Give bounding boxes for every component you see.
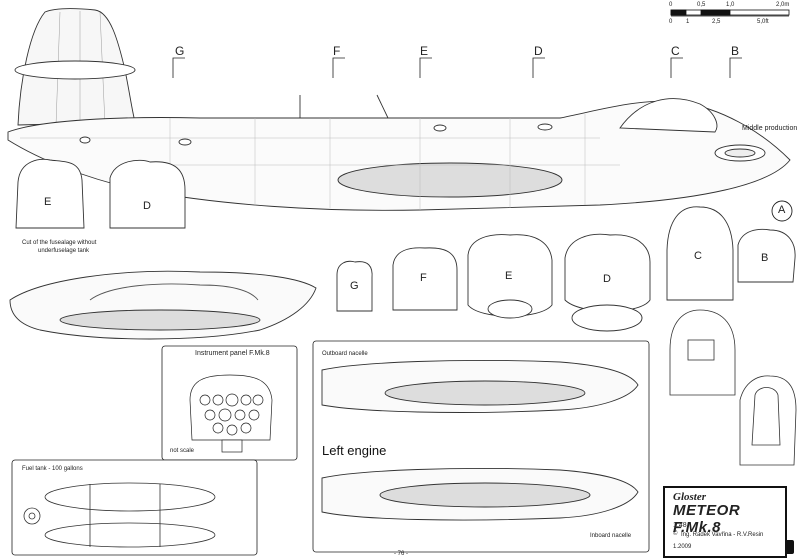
scale-bottom-tick-2: 2,5: [712, 19, 721, 25]
section-label-b: B: [731, 44, 740, 58]
scale-top-tick-3: 2,0m: [776, 2, 790, 8]
view-marker-a: A: [778, 204, 786, 216]
title-scale: 1:48: [673, 522, 687, 529]
brand-logo-text: R.V.Resin: [750, 543, 778, 549]
cross-section-label-e1: E: [44, 196, 52, 208]
title-date: 1.2009: [673, 544, 692, 550]
title-authors: Ing. Radek Vavřina - R.V.Resin: [681, 532, 764, 538]
scale-top-tick-0: 0: [669, 2, 673, 8]
cross-section-label-g2: G: [350, 280, 359, 292]
cross-section-label-e2: E: [505, 270, 513, 282]
instrument-panel-title: Instrument panel F.Mk.8: [195, 350, 270, 357]
title-maker: Gloster: [673, 491, 706, 503]
middle-production-note: Middle production: [742, 125, 798, 132]
cross-sections-row2: [336, 206, 796, 332]
section-label-f: F: [333, 44, 341, 58]
title-model: METEOR F.Mk.8: [673, 502, 741, 536]
section-label-g: G: [175, 44, 185, 58]
fuselage-cutaway: [9, 270, 317, 340]
instrument-panel-note: not scale: [170, 448, 195, 454]
copyright-symbol: ©: [673, 531, 678, 537]
cross-section-label-d2: D: [603, 273, 611, 285]
section-label-c: C: [671, 44, 680, 58]
cross-section-label-d1: D: [143, 200, 151, 212]
cross-section-caption-line2: underfuselage tank: [38, 248, 90, 254]
section-label-e: E: [420, 44, 429, 58]
cockpit-views: [669, 309, 797, 466]
page-number: - 76 -: [394, 551, 409, 557]
outboard-nacelle-label: Outboard nacelle: [322, 351, 368, 357]
inboard-nacelle-label: Inboard nacelle: [590, 533, 632, 539]
scale-top-tick-2: 1,0: [726, 2, 735, 8]
cross-section-label-b2: B: [761, 252, 769, 264]
cross-section-label-c2: C: [694, 250, 702, 262]
title-block: Gloster METEOR F.Mk.8: [663, 486, 787, 558]
cross-sections-row1: [15, 159, 186, 229]
section-label-d: D: [534, 44, 543, 58]
left-engine-title: Left engine: [322, 443, 387, 458]
cross-section-label-f2: F: [420, 272, 427, 284]
instrument-panel-box: [161, 345, 298, 461]
scale-bottom-tick-3: 5,0ft: [757, 19, 769, 25]
cross-section-caption-line1: Cut of the fusealage without: [22, 240, 97, 246]
scale-bottom-tick-1: 1: [686, 19, 690, 25]
view-marker-circle: [771, 200, 793, 222]
scale-top-tick-1: 0,5: [697, 2, 706, 8]
scale-bottom-tick-0: 0: [669, 19, 673, 25]
fuel-tank-box: [11, 459, 258, 556]
fuel-tank-title: Fuel tank - 100 gallons: [22, 466, 83, 472]
section-markers: [172, 57, 742, 78]
scale-bar: [670, 9, 790, 17]
engine-box: [312, 340, 650, 553]
